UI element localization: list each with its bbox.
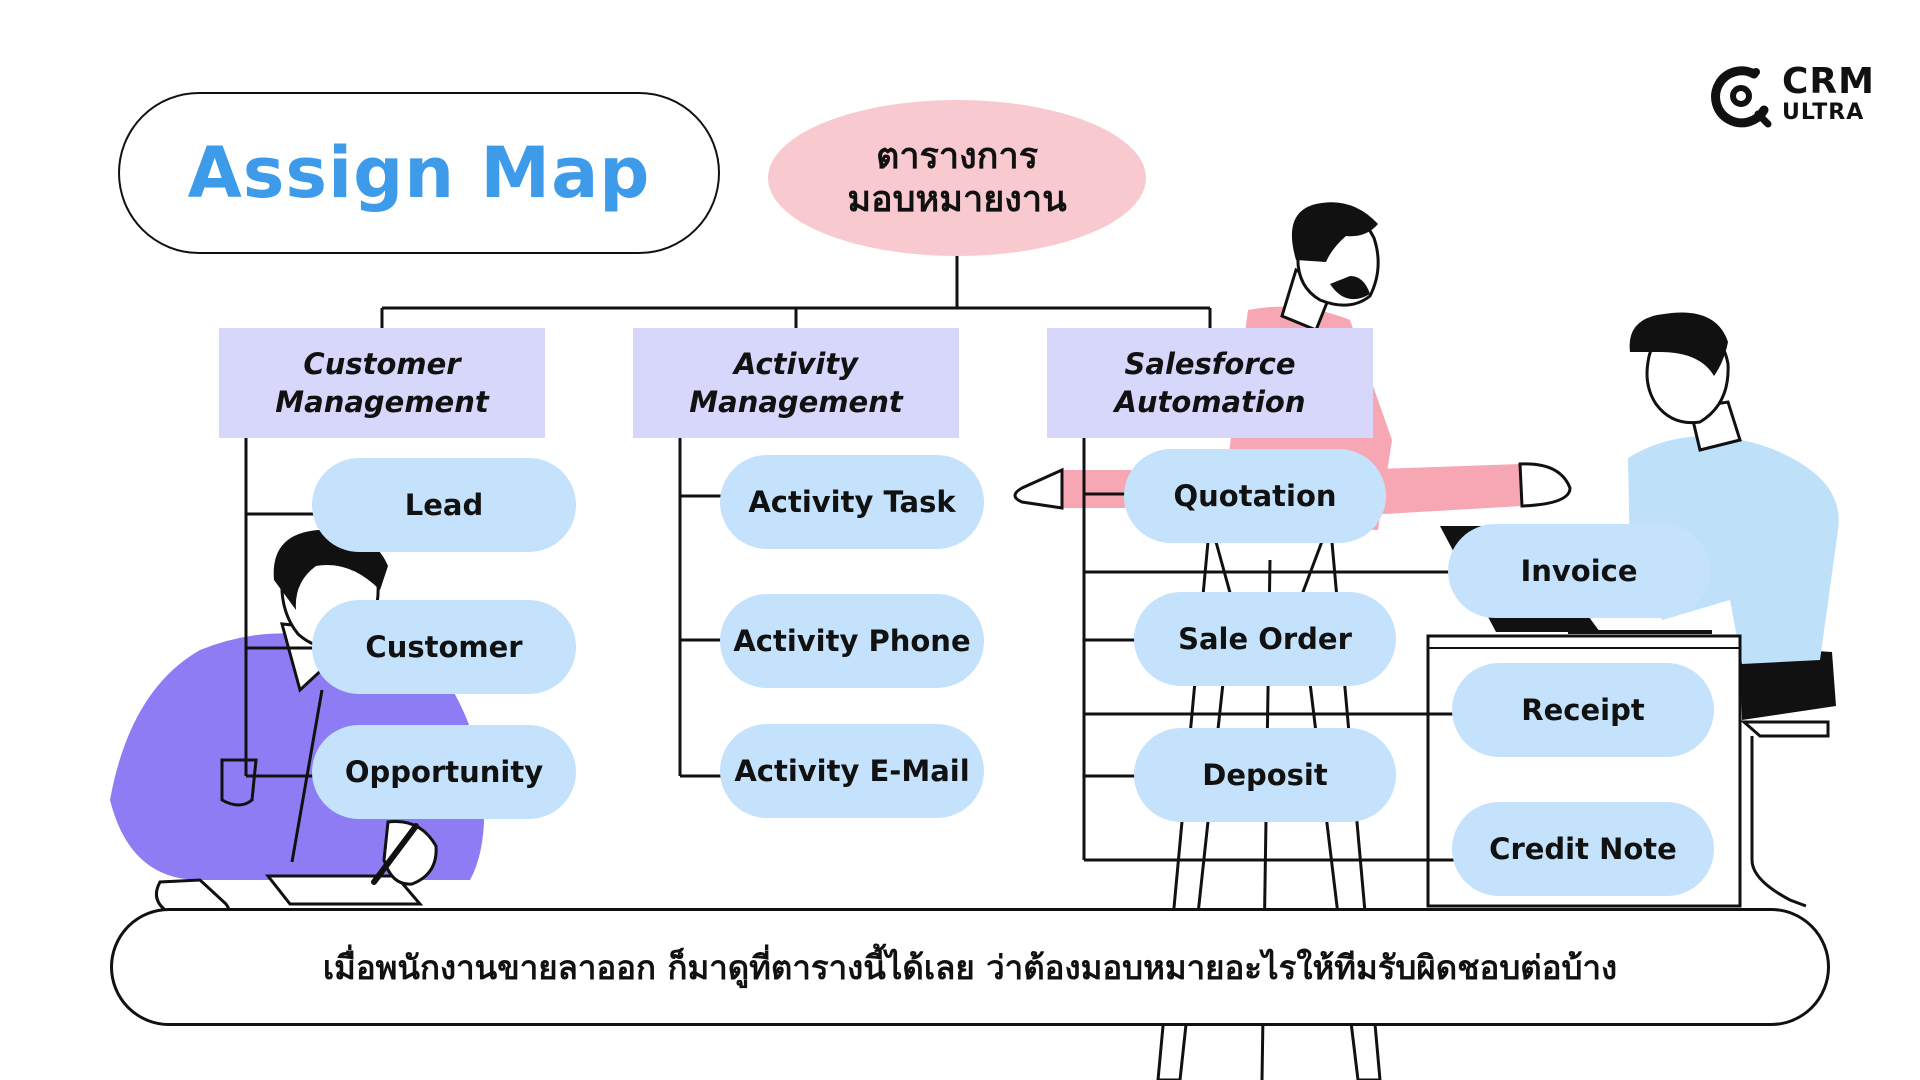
node-opportunity: Opportunity [312,725,576,819]
category-label-line2: Management [689,385,903,419]
root-label-line1: ตารางการ [875,135,1039,177]
node-credit-note: Credit Note [1452,802,1714,896]
root-node: ตารางการ มอบหมายงาน [768,100,1146,256]
node-deposit: Deposit [1134,728,1396,822]
logo-text-ultra: ULTRA [1782,100,1865,125]
crm-ultra-logo: CRM ULTRA [1706,60,1882,130]
node-lead: Lead [312,458,576,552]
node-sale-order: Sale Order [1134,592,1396,686]
category-customer-management: Customer Management [219,328,545,438]
node-customer: Customer [312,600,576,694]
root-label-line2: มอบหมายงาน [847,179,1067,220]
category-label-line2: Management [275,385,489,419]
tree-connectors [244,256,1458,862]
node-invoice: Invoice [1448,524,1710,618]
node-receipt: Receipt [1452,663,1714,757]
node-quotation: Quotation [1124,449,1386,543]
title-pill: Assign Map [118,92,720,254]
node-activity-email: Activity E-Mail [720,724,984,818]
footer-text: เมื่อพนักงานขายลาออก ก็มาดูที่ตารางนี้ได… [322,947,1618,987]
category-activity-management: Activity Management [633,328,959,438]
category-salesforce-automation: Salesforce Automation [1047,328,1373,438]
category-label-line1: Salesforce [1124,346,1296,381]
category-label-line2: Automation [1114,385,1306,419]
category-label-line1: Customer [303,346,461,381]
logo-text-crm: CRM [1782,61,1875,102]
crm-logo-icon [1711,66,1772,128]
node-activity-phone: Activity Phone [720,594,984,688]
diagram-title: Assign Map [187,132,651,214]
footer-caption: เมื่อพนักงานขายลาออก ก็มาดูที่ตารางนี้ได… [110,908,1830,1026]
category-label-line1: Activity [733,346,859,381]
node-activity-task: Activity Task [720,455,984,549]
